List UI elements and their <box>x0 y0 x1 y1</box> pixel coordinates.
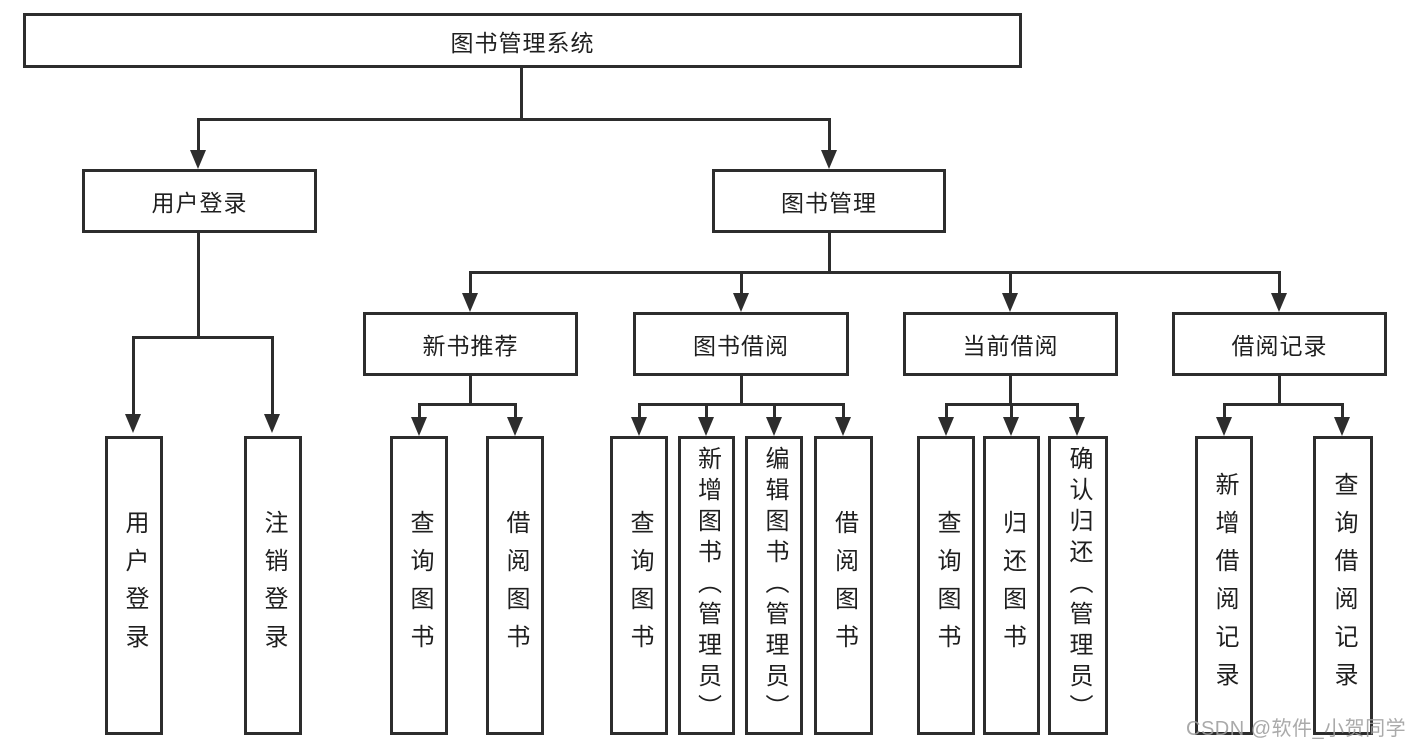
node-book-management: 图书管理 <box>712 169 946 233</box>
node-label: 图书借阅 <box>693 333 789 359</box>
leaf-label: 归还图书 <box>998 509 1026 662</box>
leaf-add-borrow-record: 新增借阅记录 <box>1195 436 1253 735</box>
connector-line <box>197 118 200 152</box>
connector-line <box>705 403 708 419</box>
arrow-down-icon <box>507 417 523 436</box>
connector-line <box>418 403 517 406</box>
leaf-return-book: 归还图书 <box>983 436 1040 735</box>
connector-line <box>514 403 517 419</box>
connector-line <box>1009 376 1012 406</box>
arrow-down-icon <box>938 417 954 436</box>
leaf-query-book-current: 查询图书 <box>917 436 975 735</box>
leaf-logout: 注销登录 <box>244 436 302 735</box>
leaf-label: 用户登录 <box>121 509 148 662</box>
connector-line <box>197 233 200 339</box>
leaf-borrow-book: 借阅图书 <box>814 436 873 735</box>
arrow-down-icon <box>766 417 782 436</box>
node-borrow-records: 借阅记录 <box>1172 312 1387 376</box>
connector-line <box>469 271 1281 274</box>
connector-line <box>1278 271 1281 294</box>
connector-line <box>842 403 845 419</box>
node-label: 用户登录 <box>151 190 248 216</box>
node-library-system: 图书管理系统 <box>23 13 1022 68</box>
arrow-down-icon <box>1271 293 1287 312</box>
connector-line <box>197 118 831 121</box>
arrow-down-icon <box>1334 417 1350 436</box>
arrow-down-icon <box>821 150 837 169</box>
leaf-label: 借阅图书 <box>502 509 529 662</box>
connector-line <box>418 403 421 419</box>
node-label: 图书管理系统 <box>450 29 595 56</box>
connector-line <box>469 376 472 406</box>
leaf-query-book-borrow: 查询图书 <box>610 436 668 735</box>
connector-line <box>1076 403 1079 419</box>
arrow-down-icon <box>190 150 206 169</box>
connector-line <box>271 336 274 416</box>
node-label: 借阅记录 <box>1231 333 1328 359</box>
connector-line <box>740 376 743 406</box>
connector-line <box>945 403 948 419</box>
node-book-borrow: 图书借阅 <box>633 312 849 376</box>
arrow-down-icon <box>1069 417 1085 436</box>
arrow-down-icon <box>125 414 141 433</box>
arrow-down-icon <box>264 414 280 433</box>
leaf-borrow-book-recommend: 借阅图书 <box>486 436 544 735</box>
arrow-down-icon <box>1216 417 1232 436</box>
leaf-label: 查询图书 <box>626 509 653 662</box>
connector-line <box>1009 271 1012 294</box>
connector-line <box>132 336 135 416</box>
connector-line <box>520 68 523 120</box>
leaf-label: 注销登录 <box>260 509 287 662</box>
node-label: 当前借阅 <box>962 333 1059 359</box>
connector-line <box>740 271 743 294</box>
leaf-label: 查询借阅记录 <box>1330 471 1357 700</box>
leaf-label: 查询图书 <box>933 509 960 662</box>
node-new-book-recommend: 新书推荐 <box>363 312 578 376</box>
connector-line <box>469 271 472 294</box>
node-current-borrow: 当前借阅 <box>903 312 1118 376</box>
arrow-down-icon <box>835 417 851 436</box>
leaf-label: 新增借阅记录 <box>1211 471 1238 700</box>
connector-line <box>773 403 776 419</box>
node-user-login: 用户登录 <box>82 169 317 233</box>
connector-line <box>1223 403 1226 419</box>
leaf-confirm-return-admin: 确认归还（管理员） <box>1048 436 1108 735</box>
leaf-user-login: 用户登录 <box>105 436 163 735</box>
leaf-label: 编辑图书（管理员） <box>761 446 788 725</box>
connector-line <box>638 403 641 419</box>
connector-line <box>828 118 831 152</box>
arrow-down-icon <box>698 417 714 436</box>
leaf-label: 借阅图书 <box>830 509 858 662</box>
connector-line <box>1010 403 1013 419</box>
leaf-edit-book-admin: 编辑图书（管理员） <box>745 436 803 735</box>
connector-line <box>132 336 274 339</box>
connector-line <box>1278 376 1281 406</box>
connector-line <box>828 233 831 274</box>
leaf-add-book-admin: 新增图书（管理员） <box>678 436 735 735</box>
arrow-down-icon <box>462 293 478 312</box>
node-label: 图书管理 <box>781 190 877 216</box>
arrow-down-icon <box>631 417 647 436</box>
arrow-down-icon <box>1002 293 1018 312</box>
connector-line <box>1223 403 1344 406</box>
leaf-label: 查询图书 <box>406 509 433 662</box>
leaf-query-book-recommend: 查询图书 <box>390 436 448 735</box>
leaf-label: 确认归还（管理员） <box>1065 446 1092 725</box>
watermark: CSDN @软件_小贺同学 <box>1186 718 1405 740</box>
connector-line <box>638 403 844 406</box>
connector-line <box>1341 403 1344 419</box>
arrow-down-icon <box>1003 417 1019 436</box>
leaf-label: 新增图书（管理员） <box>693 446 721 725</box>
arrow-down-icon <box>411 417 427 436</box>
arrow-down-icon <box>733 293 749 312</box>
node-label: 新书推荐 <box>422 333 519 359</box>
leaf-query-borrow-record: 查询借阅记录 <box>1313 436 1373 735</box>
